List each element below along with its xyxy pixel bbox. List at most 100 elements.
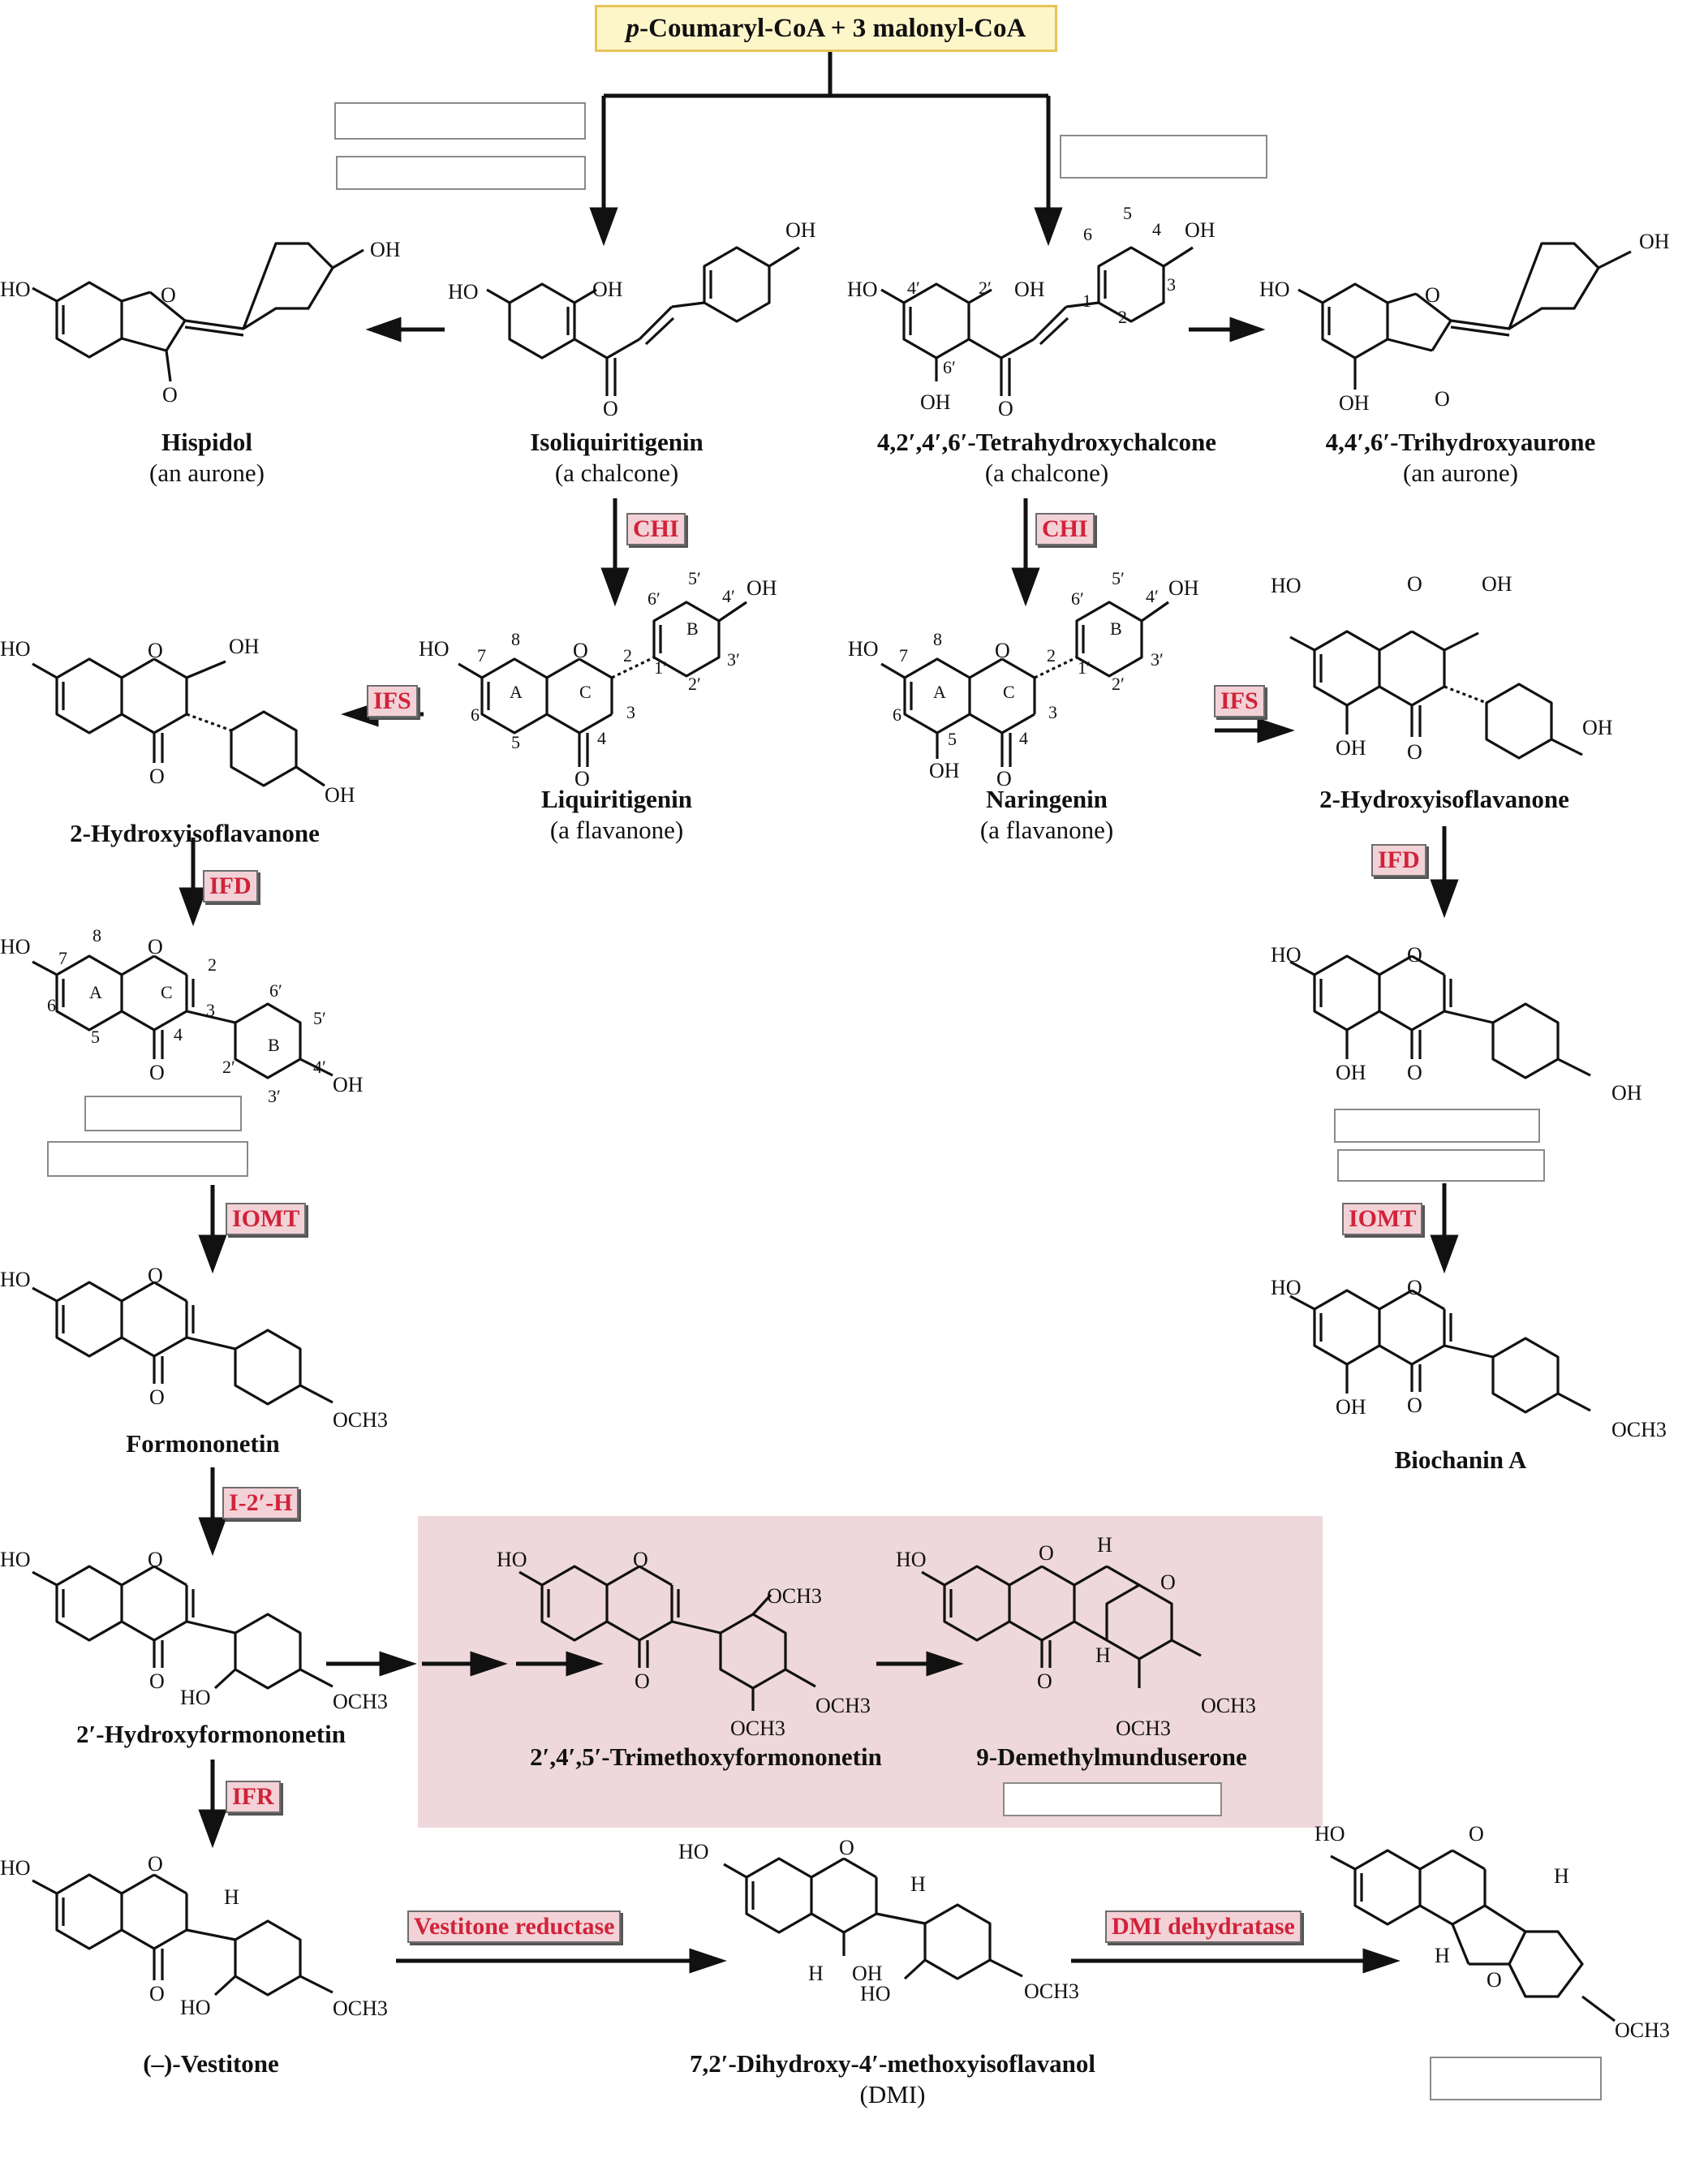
atom-label: O [1425, 283, 1440, 307]
atom-label: HO [1315, 1822, 1345, 1846]
enzyme-iomt-left: IOMT [226, 1203, 307, 1235]
daidzein-structure [32, 954, 333, 1079]
position-label: 3 [206, 1000, 215, 1020]
label-dmi: 7,2′-Dihydroxy-4′-methoxyisoflavanol(DMI… [633, 2048, 1152, 2110]
subtitle: (a chalcone) [984, 459, 1109, 487]
position-label: 4 [1019, 728, 1028, 748]
atom-label: O [1407, 943, 1422, 967]
position-label: A [933, 682, 946, 702]
atom-label: O [149, 1982, 165, 2005]
label-hif-left: 2-Hydroxyisoflavanone [32, 818, 357, 849]
blank-box-medicarpin[interactable] [1430, 2057, 1602, 2100]
atom-label: O [1407, 1276, 1422, 1299]
atom-label: HO [180, 1686, 211, 1709]
position-label: C [161, 982, 173, 1002]
position-label: 6′ [648, 588, 660, 609]
atom-label: HO [180, 1996, 211, 2019]
enzyme-vestitone-reductase: Vestitone reductase [407, 1910, 622, 1943]
atom-label: OH [1339, 391, 1370, 415]
name: 2′-Hydroxyformononetin [76, 1720, 346, 1748]
atom-label: O [603, 397, 618, 420]
position-label: 8 [93, 925, 101, 946]
start-prefix: p [626, 14, 640, 43]
atom-label: HO [0, 637, 31, 661]
enzyme-chi-left: CHI [626, 513, 686, 545]
blank-box-genistein-name[interactable] [1334, 1109, 1540, 1143]
atom-label: O [149, 1669, 165, 1693]
atom-label: OH [920, 390, 951, 414]
label-hispidol: Hispidol(an aurone) [97, 427, 316, 489]
medicarpin-structure [1330, 1849, 1616, 2022]
atom-label: HO [497, 1548, 527, 1571]
atom-label: HO [419, 637, 450, 661]
atom-label: O [635, 1669, 650, 1693]
blank-box-enzyme-left-1[interactable] [334, 102, 586, 140]
position-label: 5′ [1112, 568, 1125, 588]
blank-box-genistein-sub[interactable] [1337, 1149, 1545, 1182]
position-label: 2′ [1112, 674, 1125, 694]
label-liquiritigenin: Liquiritigenin(a flavanone) [511, 784, 722, 846]
blank-box-enzyme-right[interactable] [1060, 135, 1267, 179]
atom-label: H [910, 1872, 926, 1896]
name: Isoliquiritigenin [530, 428, 704, 456]
position-label: C [1003, 682, 1015, 702]
hformononetin-structure [32, 1565, 333, 1690]
tmf-structure [518, 1565, 816, 1711]
atom-label: H [808, 1962, 824, 1985]
dmi-structure [723, 1857, 1023, 1980]
subtitle: (an aurone) [149, 459, 265, 487]
enzyme-iomt-right: IOMT [1342, 1203, 1423, 1235]
atom-label: OCH3 [333, 1997, 388, 2020]
atom-label: OH [1336, 736, 1366, 760]
atom-label: OCH3 [1201, 1694, 1256, 1717]
label-isoliquiritigenin: Isoliquiritigenin(a chalcone) [503, 427, 730, 489]
atom-label: O [148, 935, 163, 958]
position-label: C [579, 682, 592, 702]
position-label: A [89, 982, 102, 1002]
atom-label: O [1407, 1394, 1422, 1417]
blank-box-daidzein-name[interactable] [84, 1096, 242, 1131]
atom-label: O [1407, 1061, 1422, 1084]
atom-label: OH [370, 238, 401, 261]
position-label: 5 [1123, 203, 1132, 223]
position-label: 1 [1082, 291, 1091, 311]
position-label: 4′ [313, 1057, 326, 1077]
formononetin-structure [32, 1281, 333, 1406]
atom-label: O [1160, 1570, 1176, 1594]
atom-label: O [633, 1548, 648, 1571]
atom-label: O [574, 767, 590, 790]
atom-label: HO [1259, 278, 1290, 301]
atom-label: O [1037, 1669, 1052, 1693]
position-label: 6 [47, 995, 56, 1015]
atom-label: HO [448, 280, 479, 304]
hispidol-structure [32, 242, 364, 382]
atom-label: O [148, 639, 163, 662]
label-tmf: 2′,4′,5′-Trimethoxyformononetin [487, 1742, 925, 1773]
atom-label: OH [1185, 218, 1216, 242]
position-label: 5′ [313, 1008, 326, 1028]
blank-box-daidzein-sub[interactable] [47, 1141, 248, 1177]
atom-label: HO [860, 1982, 891, 2005]
atom-label: HO [0, 1548, 31, 1571]
position-label: 2 [1118, 307, 1127, 327]
label-dmm: 9-Demethylmunduserone [933, 1742, 1290, 1773]
blank-box-dmm-class[interactable] [1003, 1782, 1222, 1816]
atom-label: HO [847, 278, 878, 301]
atom-label: OH [229, 635, 260, 658]
position-label: 3′ [1151, 649, 1164, 670]
position-label: 5′ [688, 568, 701, 588]
position-label: 6 [471, 704, 480, 725]
label-naringenin: Naringenin(a flavanone) [941, 784, 1152, 846]
atom-label: O [573, 639, 588, 662]
atom-label: O [839, 1836, 854, 1859]
atom-label: OH [785, 218, 816, 242]
position-label: 5 [511, 732, 520, 752]
atom-label: O [148, 1548, 163, 1571]
position-label: 2′ [688, 674, 701, 694]
name: (–)-Vestitone [143, 2049, 279, 2078]
blank-box-enzyme-left-2[interactable] [336, 156, 586, 190]
atom-label: OCH3 [333, 1408, 388, 1432]
atom-label: HO [896, 1548, 927, 1571]
atom-label: O [149, 1385, 165, 1409]
atom-label: OH [1639, 230, 1670, 253]
